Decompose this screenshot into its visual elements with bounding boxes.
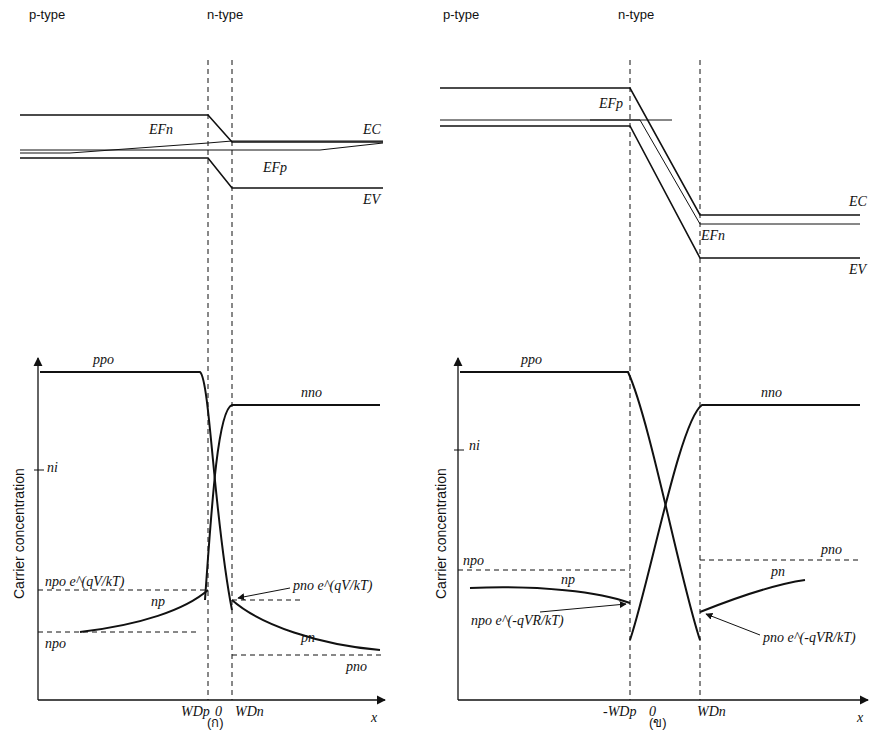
band-label: ppo <box>520 352 543 367</box>
axis-label: Carrier concentration <box>12 467 27 600</box>
band-label: ni <box>468 438 481 453</box>
band-label: x <box>370 710 378 725</box>
band-label: EFp <box>598 96 624 111</box>
band-label: ppo <box>92 352 115 367</box>
band-label: WDp <box>180 704 211 719</box>
band-label: pno e^(-qVR/kT) <box>762 630 857 645</box>
band-label: EV <box>362 192 381 207</box>
band-label: pn <box>770 564 786 579</box>
band-label: (ข) <box>648 716 668 730</box>
band-label: np <box>560 572 576 587</box>
band-label: npo <box>462 553 485 568</box>
band-label: nno <box>760 385 783 400</box>
band-label: np <box>150 594 166 609</box>
band-label: pn <box>300 630 316 645</box>
band-label: n-type <box>617 8 655 22</box>
band-label: p-type <box>442 8 480 22</box>
band-label: WDn <box>696 704 727 719</box>
band-label: npo <box>44 636 67 651</box>
band-label: p-type <box>28 8 66 22</box>
band-label: EFp <box>262 160 288 175</box>
band-label: ni <box>46 460 59 475</box>
band-label: (ก) <box>206 716 225 730</box>
band-label: pno <box>345 659 368 674</box>
band-label: pno e^(qV/kT) <box>292 578 373 593</box>
band-label: EC <box>362 122 382 137</box>
band-label: -WDp <box>602 704 637 719</box>
band-label: x <box>856 710 864 725</box>
band-label: EFn <box>148 122 174 137</box>
band-label: npo e^(qV/kT) <box>44 574 125 589</box>
axis-label: Carrier concentration <box>434 467 449 600</box>
band-label: nno <box>300 385 323 400</box>
band-label: npo e^(-qVR/kT) <box>470 613 565 628</box>
band-label: pno <box>820 542 843 557</box>
band-label: EFn <box>700 228 726 243</box>
band-label: n-type <box>206 8 244 22</box>
band-label: EC <box>848 194 868 209</box>
band-label: EV <box>848 262 867 277</box>
band-label: WDn <box>234 704 265 719</box>
